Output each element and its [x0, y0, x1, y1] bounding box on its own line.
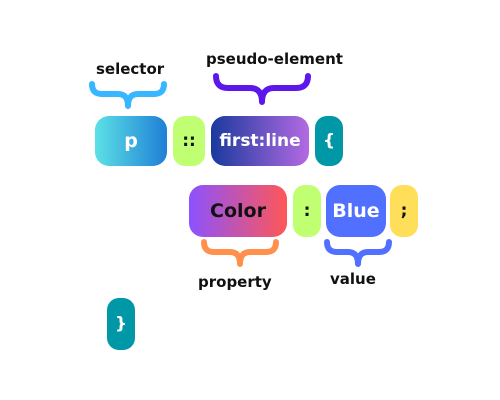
property-brace [201, 239, 279, 267]
first-line-token: first:line [211, 116, 309, 166]
pseudo-element-label: pseudo-element [206, 50, 343, 68]
selector-label: selector [96, 60, 165, 78]
colon-token: : [293, 185, 321, 237]
open-brace-token: { [315, 116, 343, 166]
close-brace-token: } [107, 298, 135, 350]
property-label: property [198, 273, 272, 291]
property-color-token: Color [189, 185, 287, 237]
selector-brace [89, 81, 167, 109]
selector-p-token: p [95, 116, 167, 166]
pseudo-element-brace [213, 73, 311, 105]
value-label: value [330, 270, 376, 288]
semicolon-token: ; [390, 185, 418, 237]
value-brace [324, 239, 392, 267]
value-blue-token: Blue [326, 185, 386, 237]
double-colon-token: :: [173, 116, 205, 166]
